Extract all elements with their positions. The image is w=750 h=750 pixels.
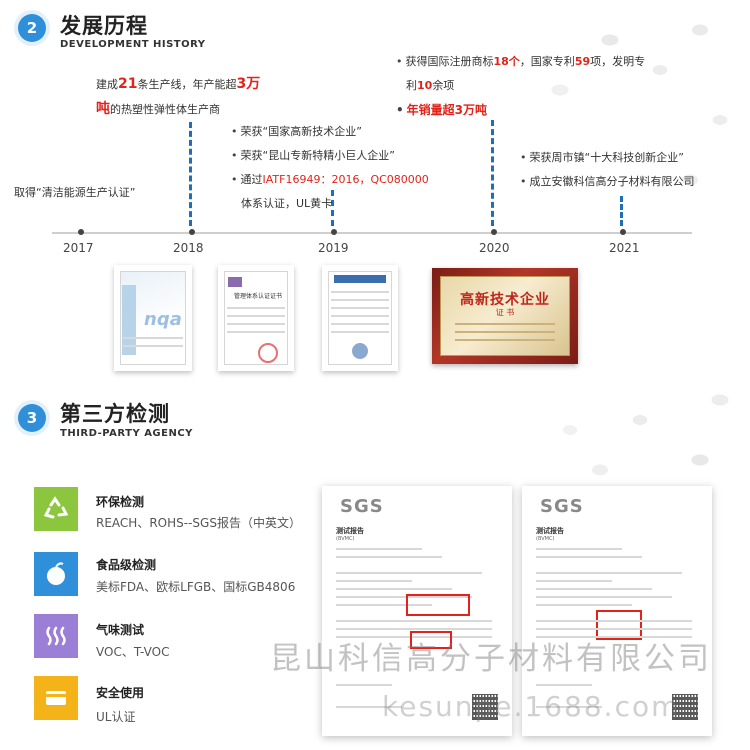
- odor-waves-icon: [34, 614, 78, 658]
- event-2018: 建成21条生产线，年产能超3万 吨的热塑性弹性体生产商: [96, 72, 296, 122]
- certificate-image: 管理体系认证证书: [218, 265, 294, 371]
- event-text: 取得“清洁能源生产认证”: [14, 186, 136, 199]
- event-text: 成立安徽科信高分子材料有限公司: [529, 175, 695, 188]
- event-text: 建成: [96, 78, 118, 91]
- recycle-icon: [34, 487, 78, 531]
- bullet: •: [231, 173, 238, 186]
- highlight-number: 59: [574, 55, 591, 68]
- feature-title: 食品级检测: [96, 558, 157, 572]
- qr-code: [472, 694, 498, 720]
- year-2018: 2018: [173, 241, 204, 255]
- qr-code: [672, 694, 698, 720]
- certificate-image: [322, 265, 398, 371]
- timeline-connector: [491, 120, 494, 226]
- certificate-header-bar: [334, 275, 386, 283]
- year-2019: 2019: [318, 241, 349, 255]
- event-text: 荣获周市镇“十大科技创新企业”: [529, 151, 684, 164]
- event-2021: •荣获周市镇“十大科技创新企业” •成立安徽科信高分子材料有限公司: [520, 146, 740, 194]
- card-icon: [34, 676, 78, 720]
- section-number-badge: 2: [18, 14, 46, 42]
- highlight-number: 3万: [236, 76, 261, 92]
- certificate-logo: [228, 277, 242, 287]
- event-text: 获得国际注册商标: [405, 55, 494, 68]
- highlight-text: IATF16949：2016，QC080000: [262, 173, 429, 186]
- seal-icon: [352, 343, 368, 359]
- highlight-box: [410, 631, 452, 649]
- highlight-text: 年销量超3万吨: [406, 103, 488, 117]
- event-text: 荣获“国家高新技术企业”: [240, 125, 362, 138]
- timeline-connector: [331, 190, 334, 226]
- report-heading-en: (BVMC): [536, 536, 555, 542]
- feature-desc: 美标FDA、欧标LFGB、国标GB4806: [96, 580, 296, 594]
- event-2017: 取得“清洁能源生产认证”: [14, 181, 135, 205]
- bullet: •: [231, 149, 238, 162]
- event-text: 通过: [240, 173, 263, 186]
- timeline-dot: [331, 229, 337, 235]
- timeline-dot: [620, 229, 626, 235]
- highlight-box: [596, 610, 642, 640]
- section-subtitle: DEVELOPMENT HISTORY: [60, 39, 206, 50]
- timeline-axis: [52, 232, 692, 234]
- seal-icon: [258, 343, 278, 363]
- bullet: •: [520, 175, 527, 188]
- year-2021: 2021: [609, 241, 640, 255]
- event-text: 荣获“昆山专新特精小巨人企业”: [240, 149, 395, 162]
- section-title: 发展历程: [60, 14, 148, 38]
- report-heading: 测试报告: [336, 527, 364, 535]
- sgs-logo: SGS: [540, 496, 584, 517]
- apple-icon: [34, 552, 78, 596]
- report-heading-en: (BVMC): [336, 536, 355, 542]
- feature-title: 气味测试: [96, 623, 145, 637]
- event-text: 项，发明专: [590, 55, 646, 68]
- highlight-number: 18个: [493, 55, 520, 68]
- sgs-report-image: SGS 测试报告 (BVMC): [322, 486, 512, 736]
- section-subtitle: THIRD-PARTY AGENCY: [60, 428, 193, 439]
- bullet: •: [231, 125, 238, 138]
- sgs-logo: SGS: [340, 496, 384, 517]
- timeline-dot: [189, 229, 195, 235]
- bullet: •: [396, 103, 404, 117]
- event-text: 的热塑性弹性体生产商: [110, 103, 220, 116]
- company-watermark: 昆山科信高分子材料有限公司: [270, 641, 712, 677]
- year-2020: 2020: [479, 241, 510, 255]
- site-watermark: kesunpe.1688.com: [382, 690, 681, 723]
- timeline-dot: [78, 229, 84, 235]
- certificate-image: nqa: [114, 265, 192, 371]
- plaque-title: 高新技术企业: [460, 292, 550, 308]
- certificate-logo: nqa: [144, 309, 182, 330]
- event-text: 利: [406, 79, 417, 92]
- event-2019: •荣获“国家高新技术企业” •荣获“昆山专新特精小巨人企业” •通过IATF16…: [231, 120, 461, 216]
- highlight-number: 吨: [96, 101, 110, 117]
- event-text: ，国家专利: [519, 55, 575, 68]
- event-text: 余项: [432, 79, 455, 92]
- highlight-box: [406, 594, 470, 616]
- event-text: 体系认证，UL黄卡: [241, 197, 333, 210]
- feature-desc: VOC、T-VOC: [96, 645, 170, 659]
- section-number-badge: 3: [18, 404, 46, 432]
- highlight-number: 21: [118, 76, 138, 92]
- bullet: •: [520, 151, 527, 164]
- certificate-heading: 管理体系认证证书: [233, 293, 282, 300]
- high-tech-plaque: 高新技术企业 证 书: [432, 268, 578, 364]
- section-title: 第三方检测: [60, 402, 170, 426]
- bullet: •: [396, 55, 403, 68]
- sgs-report-image: SGS 测试报告 (BVMC): [522, 486, 712, 736]
- feature-title: 安全使用: [96, 686, 145, 700]
- timeline-connector: [620, 196, 623, 226]
- year-2017: 2017: [63, 241, 94, 255]
- feature-desc: UL认证: [96, 710, 136, 724]
- event-2020: •获得国际注册商标18个，国家专利59项，发明专 利10余项 •年销量超3万吨: [396, 50, 676, 122]
- event-text: 条生产线，年产能超: [137, 78, 237, 91]
- feature-desc: REACH、ROHS--SGS报告（中英文）: [96, 516, 301, 530]
- highlight-number: 10: [417, 79, 433, 92]
- plaque-subtitle: 证 书: [495, 308, 515, 317]
- timeline-dot: [491, 229, 497, 235]
- feature-title: 环保检测: [96, 495, 145, 509]
- timeline-connector: [189, 122, 192, 226]
- report-heading: 测试报告: [536, 527, 564, 535]
